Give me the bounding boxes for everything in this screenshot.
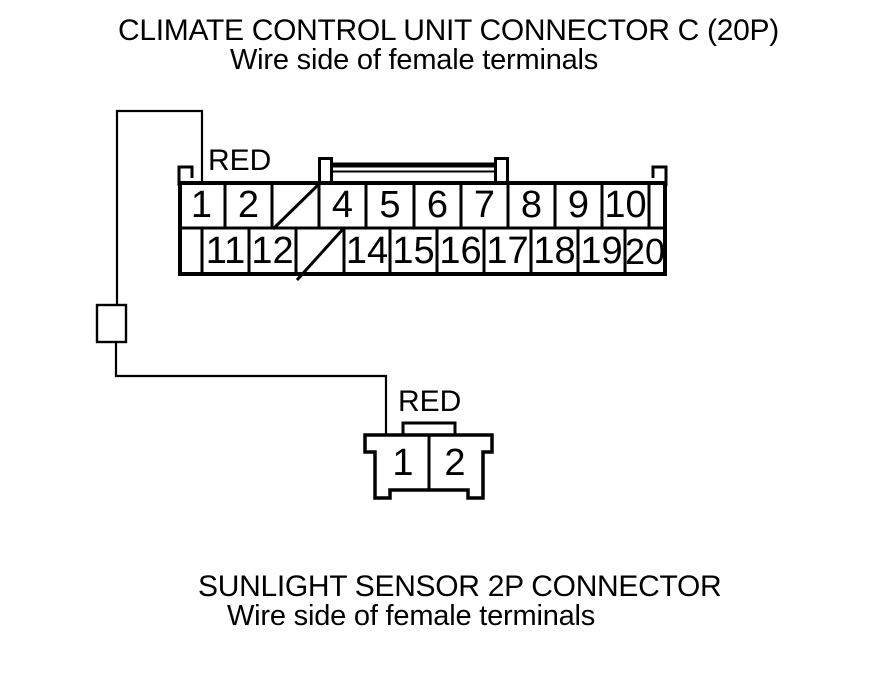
pin-cell-20: 20 [624, 230, 666, 272]
pin-cell-2p-2: 2 [444, 441, 466, 484]
page-title: CLIMATE CONTROL UNIT CONNECTOR C (20P) [118, 14, 779, 47]
pin-cell-17: 17 [486, 230, 529, 272]
pin-cell-10: 10 [604, 184, 647, 226]
pin-cell-15: 15 [392, 230, 435, 272]
skip-slash-icon-pin3 [271, 183, 320, 231]
connector-20p-right-tab [651, 165, 668, 186]
pin-cell-6: 6 [426, 184, 449, 226]
wire-color-label-20p: RED [208, 144, 272, 177]
footer-subtitle: Wire side of female terminals [227, 600, 596, 632]
wire-segment-upper [115, 109, 204, 305]
pin-cell-2p-1: 1 [392, 441, 414, 484]
pin-cell-18: 18 [533, 230, 576, 272]
pin-cell-11: 11 [205, 230, 246, 272]
latch-right-post [494, 157, 509, 184]
pin-cell-14: 14 [345, 230, 389, 272]
skip-slash-icon-pin13 [295, 227, 345, 282]
pin-cell-19: 19 [580, 230, 623, 272]
pin-cell-16: 16 [439, 230, 482, 272]
pin-cell-7: 7 [473, 184, 496, 226]
footer-title: SUNLIGHT SENSOR 2P CONNECTOR [198, 570, 722, 603]
wire-segment-lower [114, 342, 388, 434]
connector-20p-left-tab [177, 165, 194, 186]
pin-cell-5: 5 [379, 184, 401, 226]
wire-color-label-2p: RED [398, 385, 462, 418]
page-subtitle: Wire side of female terminals [230, 44, 599, 76]
latch-left-post [318, 157, 333, 184]
connector-2p-top-tab [401, 421, 457, 437]
wire-junction-square [95, 303, 128, 344]
row1-cell-dividers [223, 183, 651, 228]
row2-cell-dividers [200, 228, 627, 274]
pin-cell-1: 1 [190, 184, 213, 226]
pin-cell-2: 2 [237, 184, 260, 226]
pin-cell-12: 12 [251, 230, 294, 272]
pin-cell-8: 8 [520, 184, 543, 226]
pin-cell-9: 9 [567, 184, 590, 226]
pin-cell-4: 4 [331, 184, 354, 226]
